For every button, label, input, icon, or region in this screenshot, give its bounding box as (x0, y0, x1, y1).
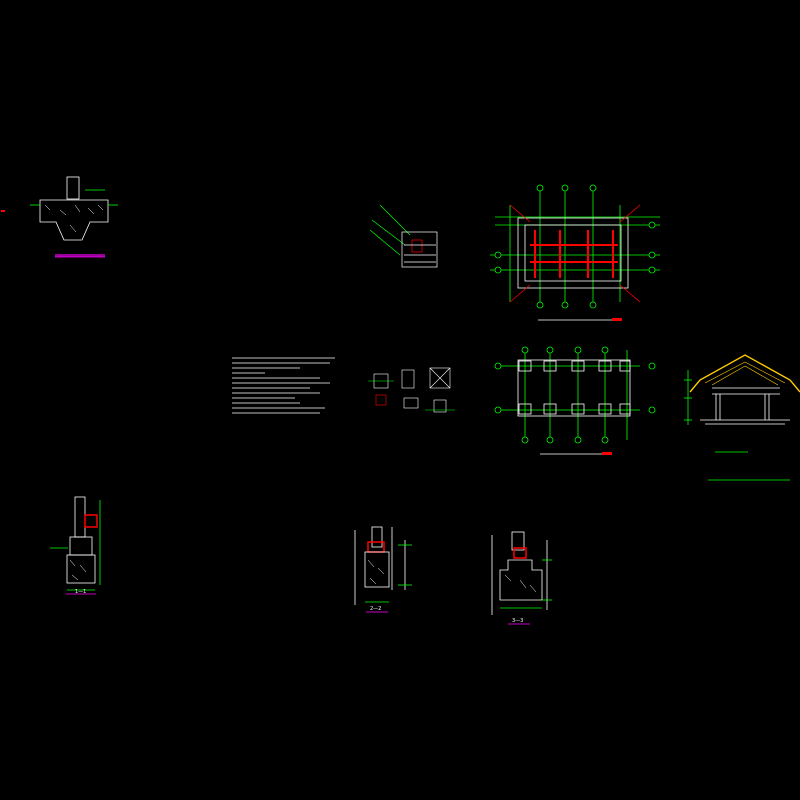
column-details (368, 367, 455, 413)
general-notes (232, 357, 335, 414)
roof-framing-plan (490, 184, 660, 321)
footing-detail-top-left (30, 176, 118, 258)
red-marker (1, 210, 5, 212)
section-detail-1 (50, 496, 101, 595)
foundation-plan (494, 346, 656, 455)
section-label-1: 1—1 (75, 589, 86, 595)
section-label-2: 2—2 (370, 606, 381, 612)
section-detail-2 (354, 526, 412, 613)
section-label-3: 3—3 (512, 618, 523, 624)
section-detail-3 (491, 531, 552, 625)
pavilion-elevation (684, 354, 800, 481)
stair-detail (369, 204, 438, 268)
